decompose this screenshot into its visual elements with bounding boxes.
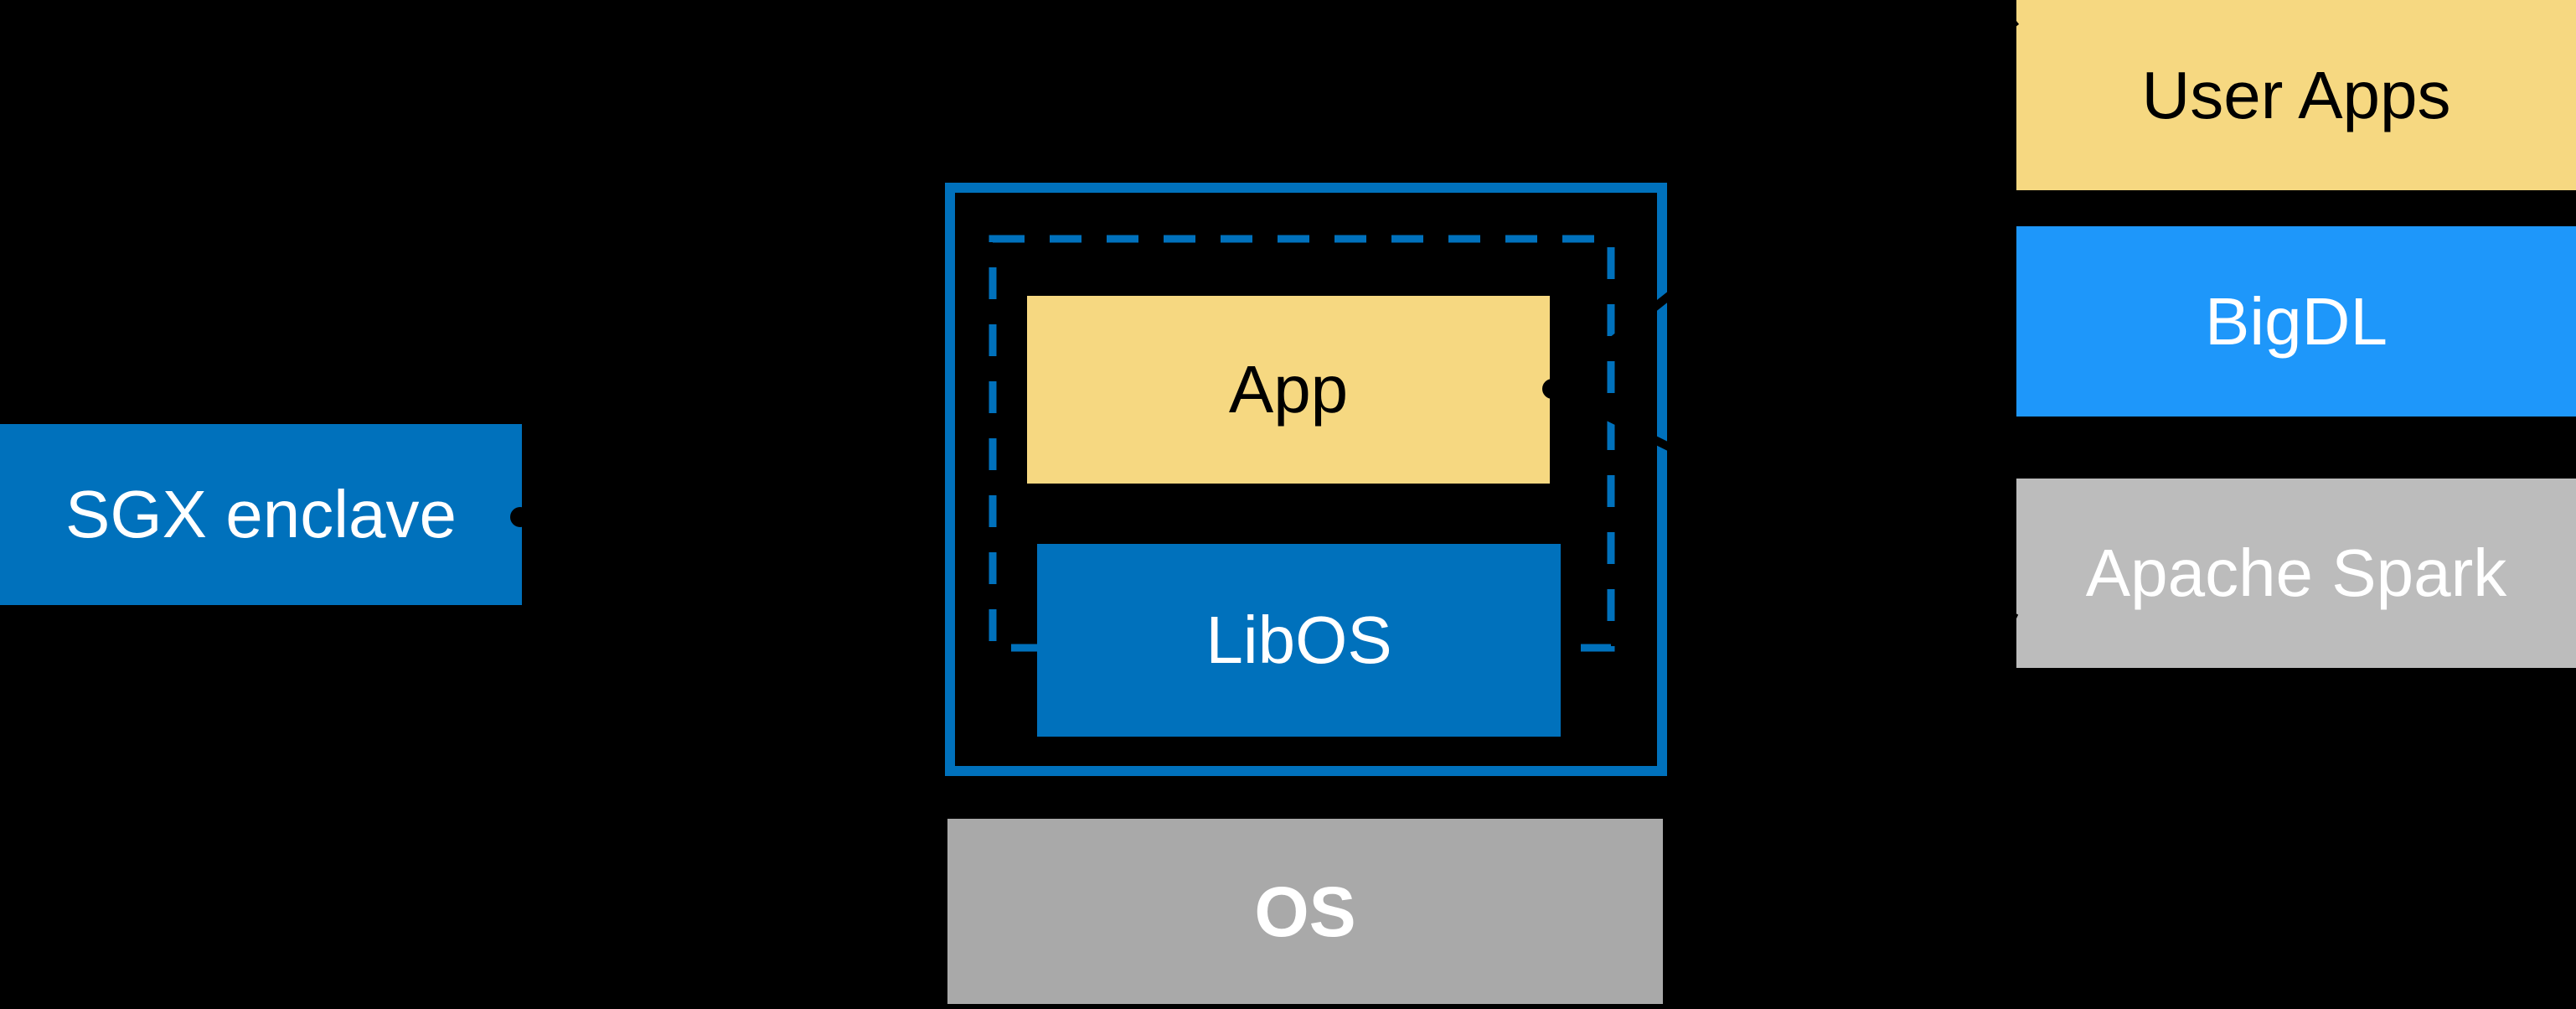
- leader-line-upper: [1548, 18, 2020, 392]
- libos-label: LibOS: [1205, 603, 1392, 677]
- app-leader-dot: [1542, 379, 1562, 399]
- sgx-leader-dot: [510, 507, 530, 527]
- enclave-dashed-border: [989, 235, 1615, 652]
- libos-box: LibOS: [1037, 544, 1561, 737]
- outer-process-border: [945, 183, 1667, 776]
- stack-box-user-apps: User Apps: [2016, 0, 2576, 190]
- apache-spark-label: Apache Spark: [2085, 536, 2507, 610]
- app-label: App: [1228, 352, 1349, 427]
- sgx-enclave-label: SGX enclave: [65, 477, 457, 551]
- bigdl-label: BigDL: [2205, 283, 2388, 359]
- leader-line-lower: [1549, 385, 2019, 623]
- sgx-enclave-box: SGX enclave: [0, 424, 522, 605]
- user-apps-label: User Apps: [2141, 57, 2451, 132]
- stack-box-bigdl: BigDL: [2016, 226, 2576, 417]
- app-box: App: [1027, 296, 1550, 484]
- stack-box-apache-spark: Apache Spark: [2016, 479, 2576, 668]
- os-label: OS: [1254, 872, 1356, 951]
- os-box: OS: [947, 819, 1663, 1004]
